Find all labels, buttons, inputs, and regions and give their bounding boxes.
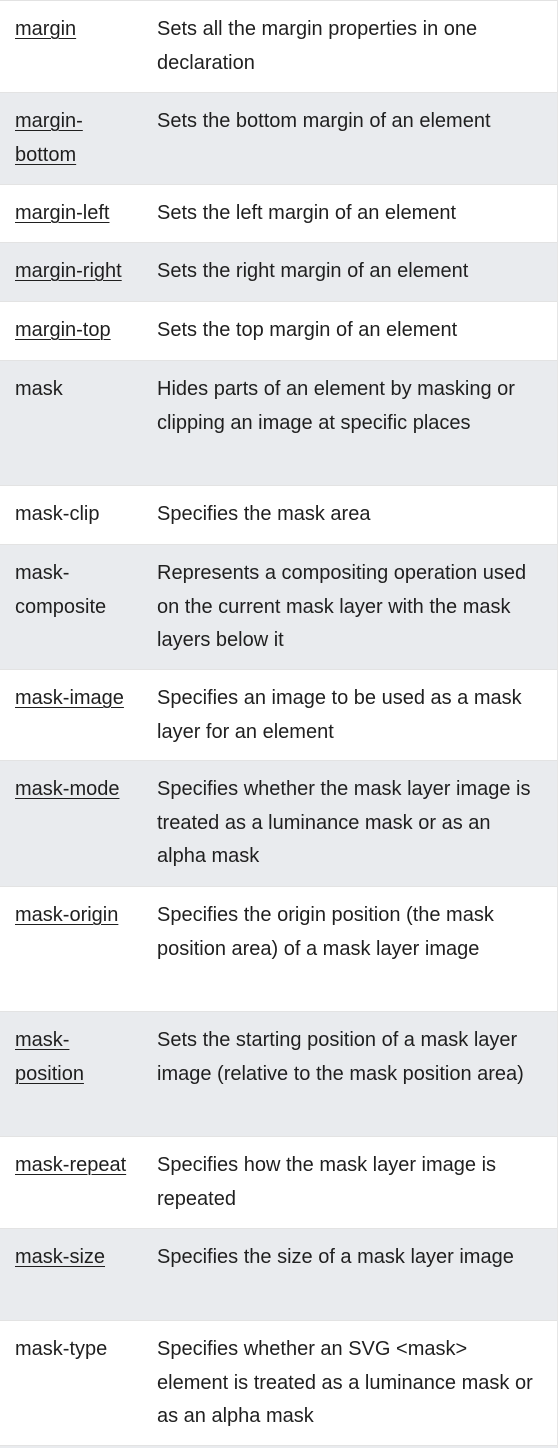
property-description: Specifies the mask area — [157, 503, 371, 525]
property-link-margin-right[interactable]: margin-right — [15, 260, 122, 282]
property-link-mask-image[interactable]: mask-image — [15, 687, 124, 709]
table-row: margin-bottom Sets the bottom margin of … — [0, 93, 557, 185]
property-name-mask-type: mask-type — [15, 1338, 108, 1360]
table-row: mask-size Specifies the size of a mask l… — [0, 1229, 557, 1321]
table-row: mask-position Sets the starting position… — [0, 1012, 557, 1137]
table-row: mask-type Specifies whether an SVG <mask… — [0, 1321, 557, 1446]
property-name-mask: mask — [15, 378, 63, 400]
property-description: Specifies whether an SVG <mask> element … — [157, 1338, 533, 1427]
property-link-margin-top[interactable]: margin-top — [15, 319, 111, 341]
property-link-mask-mode[interactable]: mask-mode — [15, 778, 120, 800]
property-description: Sets the starting position of a mask lay… — [157, 1029, 524, 1085]
property-description: Specifies an image to be used as a mask … — [157, 687, 522, 743]
property-description: Represents a compositing operation used … — [157, 562, 527, 651]
property-description: Specifies whether the mask layer image i… — [157, 778, 531, 867]
table-row: mask Hides parts of an element by maskin… — [0, 361, 557, 486]
property-link-margin-left[interactable]: margin-left — [15, 202, 110, 224]
property-description: Specifies the size of a mask layer image — [157, 1246, 514, 1268]
table-bottom-edge — [0, 1446, 557, 1448]
property-description: Specifies how the mask layer image is re… — [157, 1154, 497, 1210]
table-row: mask-composite Represents a compositing … — [0, 545, 557, 670]
property-description: Hides parts of an element by masking or … — [157, 378, 515, 434]
property-description: Sets the top margin of an element — [157, 319, 458, 341]
table-row: mask-clip Specifies the mask area — [0, 486, 557, 545]
property-description: Sets the right margin of an element — [157, 260, 469, 282]
property-name-mask-composite: mask-composite — [15, 562, 107, 618]
property-link-mask-size[interactable]: mask-size — [15, 1246, 106, 1268]
table-row: margin-top Sets the top margin of an ele… — [0, 302, 557, 361]
table-row: margin-right Sets the right margin of an… — [0, 243, 557, 302]
table-row: mask-repeat Specifies how the mask layer… — [0, 1137, 557, 1229]
property-link-mask-position[interactable]: mask-position — [15, 1029, 84, 1085]
property-link-margin-bottom[interactable]: margin-bottom — [15, 110, 83, 166]
property-link-mask-origin[interactable]: mask-origin — [15, 904, 119, 926]
table-row: margin-left Sets the left margin of an e… — [0, 185, 557, 243]
property-description: Sets the left margin of an element — [157, 202, 457, 224]
table-row: mask-origin Specifies the origin positio… — [0, 887, 557, 1012]
property-name-mask-clip: mask-clip — [15, 503, 100, 525]
table-row: margin Sets all the margin properties in… — [0, 1, 557, 93]
property-link-margin[interactable]: margin — [15, 18, 77, 40]
property-description: Sets all the margin properties in one de… — [157, 18, 478, 74]
property-description: Sets the bottom margin of an element — [157, 110, 491, 132]
table-row: mask-image Specifies an image to be used… — [0, 670, 557, 761]
property-link-mask-repeat[interactable]: mask-repeat — [15, 1154, 127, 1176]
table-row: mask-mode Specifies whether the mask lay… — [0, 761, 557, 887]
property-description: Specifies the origin position (the mask … — [157, 904, 494, 960]
